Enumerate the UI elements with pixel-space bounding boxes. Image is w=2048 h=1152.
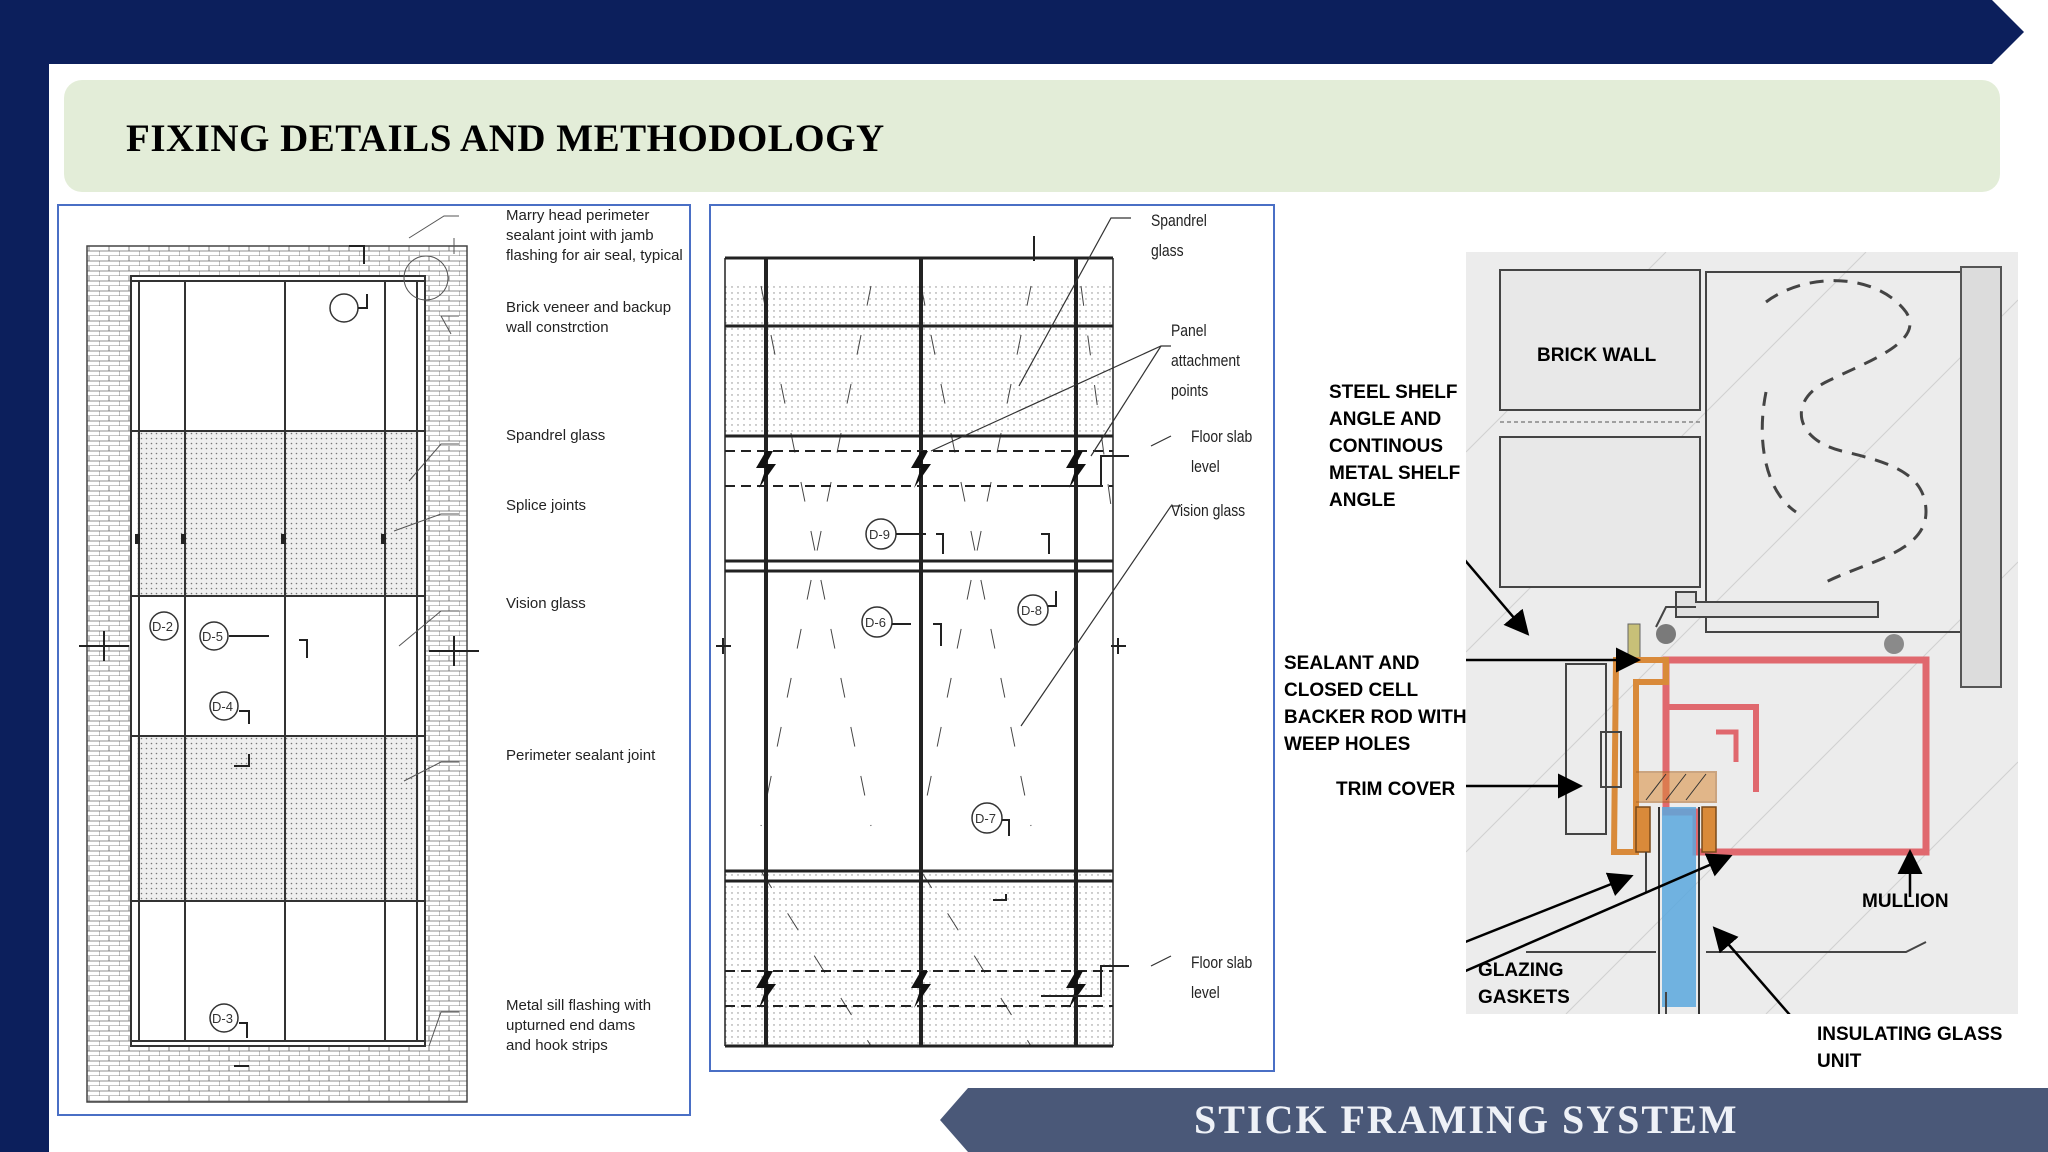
footer-banner <box>940 1088 2048 1152</box>
label-vision-glass: Vision glass <box>506 595 586 612</box>
page-title: FIXING DETAILS AND METHODOLOGY <box>126 117 885 160</box>
callout-d6: D-6 <box>865 615 886 630</box>
label-panel-attachment: Panel attachment points <box>1171 321 1240 400</box>
label-perimeter-sealant: Perimeter sealant joint <box>506 747 656 764</box>
label-vision-glass-2: Vision glass <box>1171 501 1246 520</box>
elevation-diagram-panel: D-2 D-5 D-4 D-3 Marry head perimeter sea… <box>57 204 691 1116</box>
callout-d4: D-4 <box>212 699 233 714</box>
elevation-drawing: D-2 D-5 D-4 D-3 <box>79 215 479 1103</box>
callout-d7: D-7 <box>975 811 996 826</box>
label-sealant-backer: SEALANT AND CLOSED CELL BACKER ROD WITH … <box>1284 653 1467 755</box>
label-spandrel-glass: Spandrel glass <box>506 427 606 444</box>
callout-d8: D-8 <box>1021 603 1042 618</box>
label-insulating-glass: INSULATING GLASS UNIT <box>1817 1024 2003 1072</box>
section-detail-drawing <box>1466 252 2018 1014</box>
label-floor-slab-top: Floor slab level <box>1191 427 1253 476</box>
stick-system-diagram-panel: D-9 D-6 D-8 D-7 Spandrel glass Panel att… <box>709 204 1275 1072</box>
label-steel-shelf: STEEL SHELF ANGLE AND CONTINOUS METAL SH… <box>1329 382 1461 511</box>
top-banner <box>0 0 2024 64</box>
callout-d5: D-5 <box>202 629 223 644</box>
label-brick-wall: BRICK WALL <box>1537 345 1657 366</box>
footer-title: STICK FRAMING SYSTEM <box>1194 1097 1739 1142</box>
left-banner <box>0 0 49 1152</box>
label-brick-veneer: Brick veneer and backup wall constrction <box>506 299 672 336</box>
label-glazing-gaskets: GLAZING GASKETS <box>1478 960 1570 1008</box>
label-spandrel-glass-2: Spandrel glass <box>1151 211 1207 260</box>
label-marry-head: Marry head perimeter sealant joint with … <box>506 207 683 264</box>
title-box <box>64 80 2000 192</box>
label-splice-joints: Splice joints <box>506 497 587 514</box>
label-floor-slab-bottom: Floor slab level <box>1191 953 1253 1002</box>
label-metal-sill: Metal sill flashing with upturned end da… <box>506 997 652 1054</box>
label-mullion: MULLION <box>1862 891 1949 912</box>
label-trim-cover: TRIM COVER <box>1336 779 1456 800</box>
stick-system-drawing: D-9 D-6 D-8 D-7 <box>716 217 1181 1048</box>
callout-d2: D-2 <box>152 619 173 634</box>
callout-d3: D-3 <box>212 1011 233 1026</box>
callout-d9: D-9 <box>869 527 890 542</box>
